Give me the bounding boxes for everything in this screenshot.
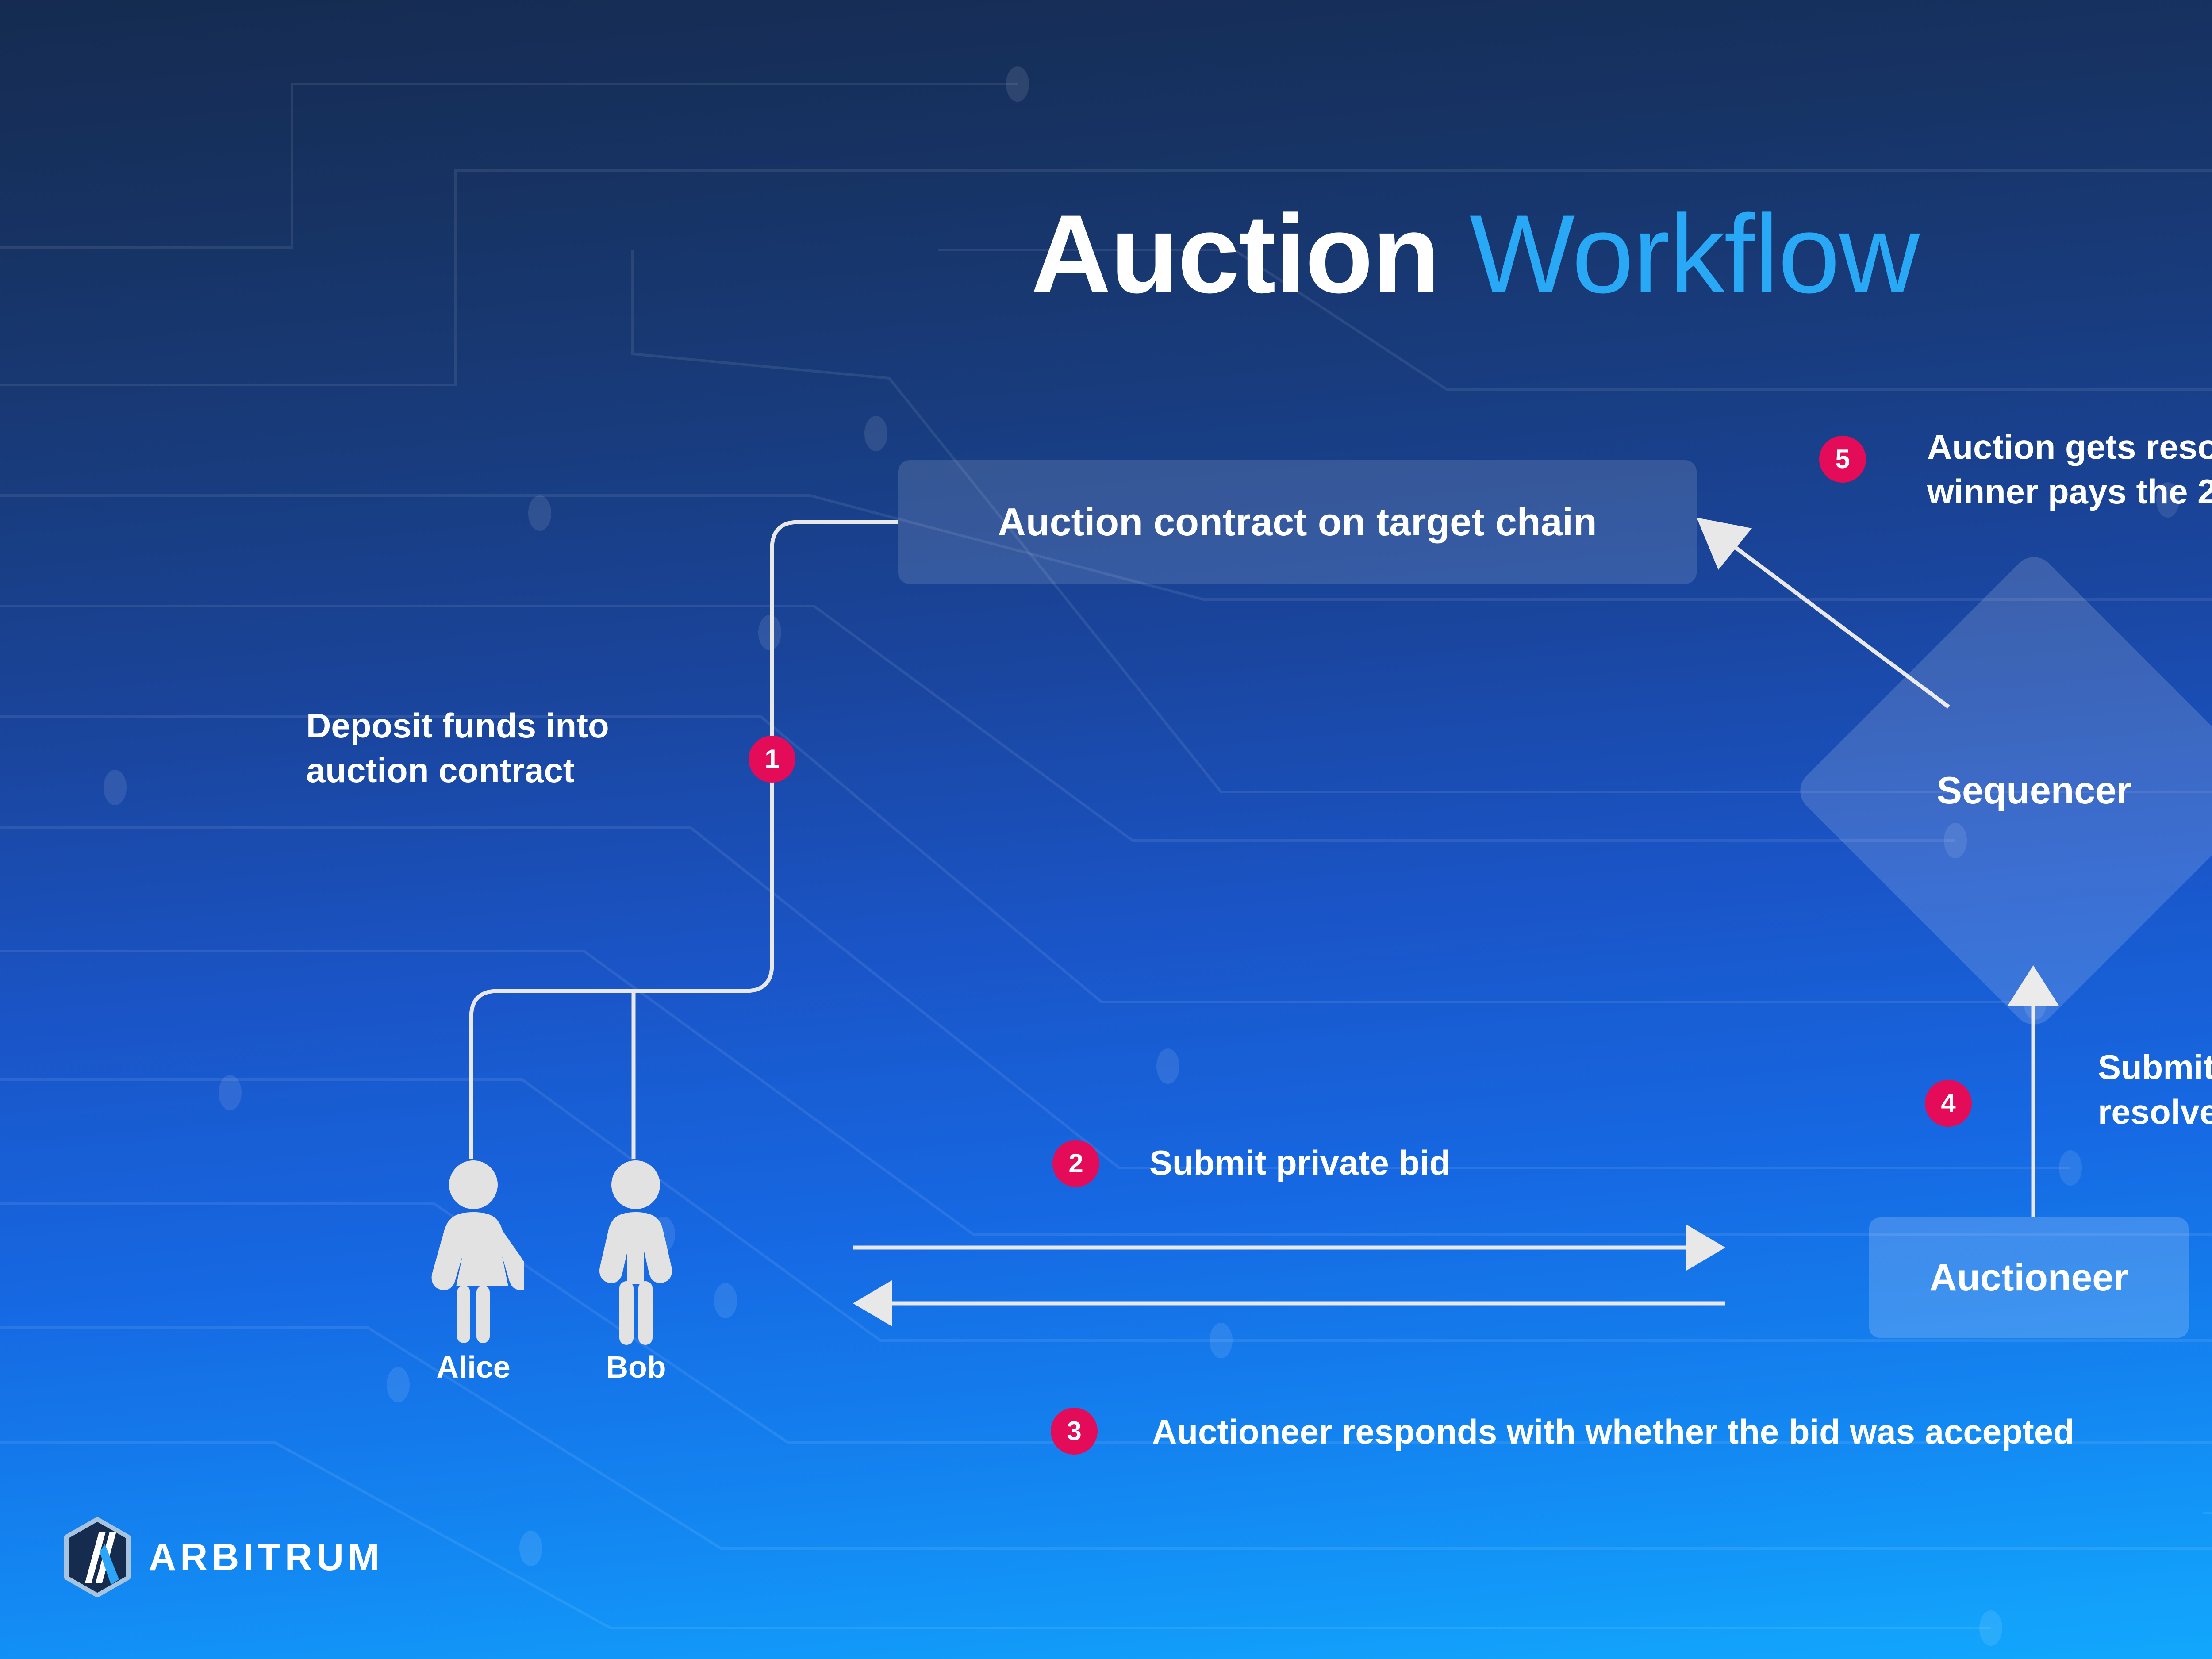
step-badge-5[interactable]: 5 [1819, 436, 1866, 483]
step-badge-4[interactable]: 4 [1925, 1080, 1972, 1127]
node-sequencer[interactable]: Sequencer [1791, 548, 2212, 1033]
arbitrum-wordmark: ARBITRUM [149, 1536, 384, 1578]
step-label-5: Auction gets resolved on-chain & winner … [1927, 427, 2212, 511]
step-badge-4-number: 4 [1941, 1088, 1956, 1118]
actor-alice-label: Alice [436, 1350, 511, 1384]
title-light-word: Workflow [1469, 192, 1920, 316]
title-bold-word: Auction [1030, 192, 1440, 316]
arbitrum-brand-logo: ARBITRUM [62, 1517, 384, 1597]
step-label-2: Submit private bid [1149, 1143, 1451, 1182]
actor-bob-label: Bob [606, 1350, 666, 1384]
step-label-1: Deposit funds into auction contract [306, 706, 609, 790]
person-female-icon [431, 1160, 524, 1343]
actor-bob[interactable]: Bob [588, 1159, 684, 1389]
node-sequencer-label: Sequencer [1936, 769, 2131, 812]
step-badge-3[interactable]: 3 [1051, 1408, 1098, 1455]
step-label-3: Auctioneer responds with whether the bid… [1152, 1412, 2074, 1451]
node-auction-contract-label: Auction contract on target chain [998, 500, 1597, 544]
step-badge-1-number: 1 [764, 744, 780, 774]
step-label-4: Submit top two bids to resolve auction [2098, 1048, 2212, 1132]
node-auction-contract[interactable]: Auction contract on target chain [898, 460, 1697, 584]
step-badge-2-number: 2 [1068, 1148, 1083, 1178]
actor-alice[interactable]: Alice [422, 1159, 524, 1389]
node-auctioneer[interactable]: Auctioneer [1869, 1217, 2189, 1338]
page-title: Auction Workflow [0, 198, 2212, 310]
step-badge-3-number: 3 [1067, 1416, 1082, 1446]
arbitrum-hexagon-logo-icon [64, 1517, 131, 1597]
step-badge-1[interactable]: 1 [749, 736, 795, 783]
step-badge-5-number: 5 [1835, 444, 1850, 474]
person-male-icon [599, 1160, 672, 1345]
step-badge-2[interactable]: 2 [1052, 1140, 1099, 1187]
node-auctioneer-label: Auctioneer [1929, 1256, 2128, 1299]
